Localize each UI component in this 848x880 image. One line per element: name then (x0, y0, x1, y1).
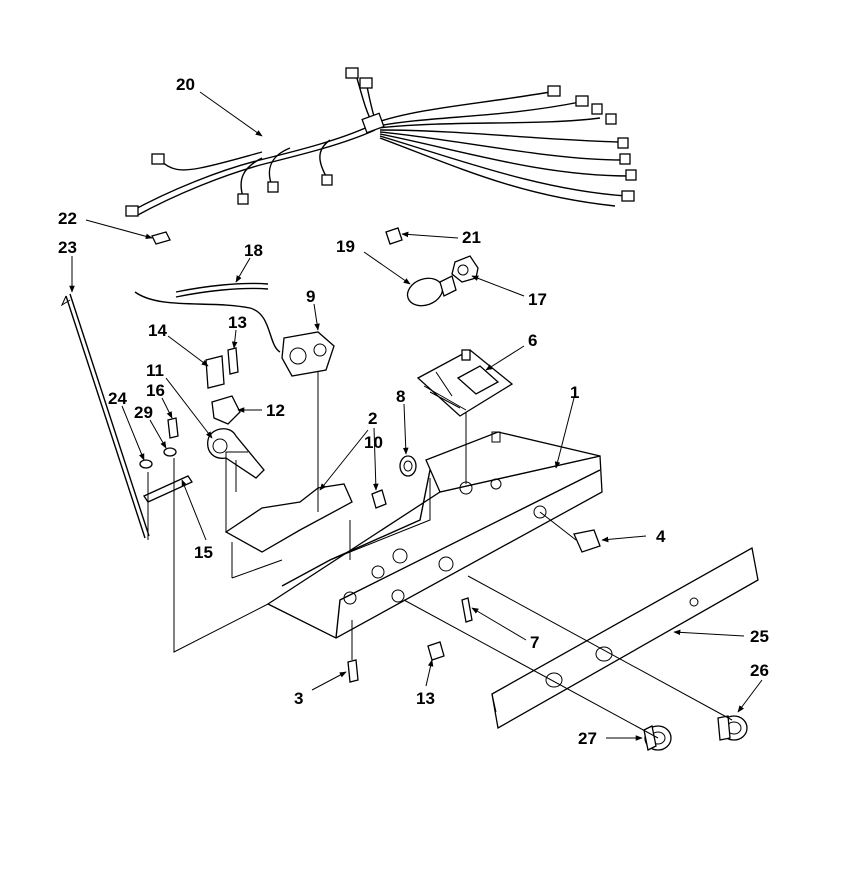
clamp-15 (143, 475, 193, 503)
callout-3: 3 (294, 689, 303, 708)
callout-22: 22 (58, 209, 77, 228)
screw-13-upper (227, 347, 239, 375)
callout-21: 21 (462, 228, 481, 247)
bracket-14 (205, 355, 225, 389)
callout-23: 23 (58, 238, 77, 257)
knob-8 (399, 455, 417, 477)
callout-27: 27 (578, 729, 597, 748)
callout-25: 25 (750, 627, 769, 646)
callout-2: 2 (368, 409, 377, 428)
callout-24: 24 (108, 389, 127, 408)
screw-16 (167, 417, 179, 439)
tube-18-b (175, 287, 269, 298)
control-board-6 (416, 349, 514, 417)
washer-24 (139, 459, 153, 469)
washer-29 (163, 447, 177, 457)
screw-7 (461, 597, 473, 623)
part-4-clip (573, 529, 601, 553)
callout-19: 19 (336, 237, 355, 256)
callout-14: 14 (148, 321, 167, 340)
callout-13-lower: 13 (416, 689, 435, 708)
callout-20: 20 (176, 75, 195, 94)
callout-15: 15 (194, 543, 213, 562)
capillary-tube (60, 293, 150, 539)
callout-12: 12 (266, 401, 285, 420)
screw-10 (371, 489, 387, 509)
callout-1: 1 (570, 383, 579, 402)
callout-16: 16 (146, 381, 165, 400)
lamp-socket-17 (451, 255, 479, 283)
bracket-12 (211, 395, 241, 425)
callout-29: 29 (134, 403, 153, 422)
callout-4: 4 (656, 527, 666, 546)
callout-26: 26 (750, 661, 769, 680)
callout-18: 18 (244, 241, 263, 260)
callout-10: 10 (364, 433, 383, 452)
leader-lines (69, 91, 763, 741)
callout-9: 9 (306, 287, 315, 306)
control-panel-25 (491, 546, 759, 730)
wire-harness (125, 67, 637, 217)
callout-8: 8 (396, 387, 405, 406)
assembly-lines (147, 372, 733, 739)
thermostat-11 (207, 428, 265, 479)
knob-26 (717, 715, 748, 741)
switch-9 (134, 291, 335, 377)
mounting-plate-2 (224, 483, 353, 553)
callout-13-upper: 13 (228, 313, 247, 332)
tube-18 (175, 282, 269, 293)
control-housing-1 (266, 431, 603, 639)
part-21-clip (385, 227, 403, 245)
screw-3 (347, 659, 359, 683)
clip-22 (151, 231, 171, 245)
callout-7: 7 (530, 633, 539, 652)
screw-13-lower (427, 641, 445, 661)
callout-6: 6 (528, 331, 537, 350)
callout-labels: 20 22 23 18 19 21 17 9 6 14 13 12 11 16 … (58, 75, 769, 748)
callout-17: 17 (528, 290, 547, 309)
light-bulb-19 (406, 275, 457, 307)
callout-11: 11 (146, 361, 164, 380)
